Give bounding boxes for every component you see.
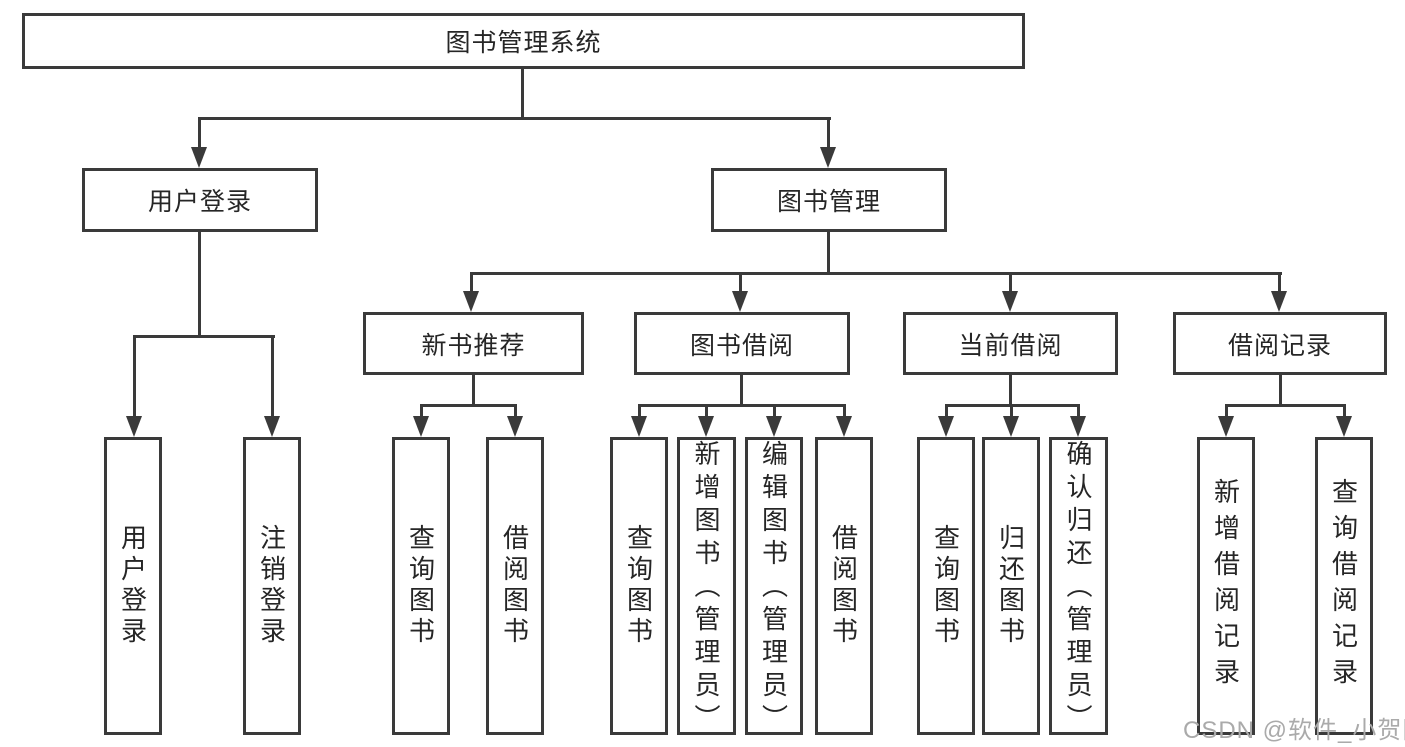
arrowhead-leaf-logout: [264, 416, 280, 437]
connector-root-stub: [521, 69, 524, 119]
node-book-borrow: 图书借阅: [634, 312, 850, 375]
leaf-query-borrow-record: 查询借阅记录: [1315, 437, 1373, 735]
connector-drop-r2: [514, 404, 517, 418]
connector-records-stub: [1279, 375, 1282, 407]
connector-drop-currentborrow: [1009, 272, 1012, 292]
connector-drop-leaf-logout: [271, 335, 274, 417]
arrowhead-recommend: [463, 291, 479, 312]
connector-drop-c2: [1010, 404, 1013, 418]
watermark: CSDN @软件_小贺同学: [1183, 717, 1405, 744]
arrowhead-leaf-login: [126, 416, 142, 437]
arrowhead-c3: [1070, 416, 1086, 437]
connector-drop-d1: [1225, 404, 1228, 418]
connector-userlogin-stub: [198, 232, 201, 338]
connector-bus-level2: [198, 117, 831, 120]
node-book-management: 图书管理: [711, 168, 947, 232]
connector-drop-c1: [945, 404, 948, 418]
connector-drop-c3: [1077, 404, 1080, 418]
leaf-add-borrow-record: 新增借阅记录: [1197, 437, 1255, 735]
arrowhead-records: [1271, 291, 1287, 312]
connector-recommend-stub: [472, 375, 475, 407]
leaf-borrow-books: 借阅图书: [815, 437, 873, 735]
leaf-confirm-return-admin: 确认归还（管理员）: [1049, 437, 1108, 737]
connector-currentborrow-stub: [1009, 375, 1012, 407]
connector-drop-b2: [705, 404, 708, 418]
connector-drop-records: [1278, 272, 1281, 292]
connector-drop-user-login: [198, 117, 201, 149]
connector-drop-recommend: [470, 272, 473, 292]
arrowhead-user-login: [191, 147, 207, 168]
connector-bus-level3: [470, 272, 1282, 275]
leaf-edit-book-admin: 编辑图书（管理员）: [745, 437, 803, 737]
leaf-return-books: 归还图书: [982, 437, 1040, 735]
connector-drop-bookborrow: [739, 272, 742, 292]
connector-bookborrow-stub: [740, 375, 743, 407]
node-current-borrow: 当前借阅: [903, 312, 1118, 375]
connector-drop-leaf-login: [133, 335, 136, 417]
connector-drop-r1: [420, 404, 423, 418]
leaf-user-login: 用户登录: [104, 437, 162, 735]
leaf-query-books-current: 查询图书: [917, 437, 975, 735]
arrowhead-b4: [836, 416, 852, 437]
connector-bus-bookborrow: [638, 404, 846, 407]
arrowhead-b2: [698, 416, 714, 437]
leaf-borrow-books-recommend: 借阅图书: [486, 437, 544, 735]
connector-drop-b3: [773, 404, 776, 418]
node-root: 图书管理系统: [22, 13, 1025, 69]
arrowhead-r2: [507, 416, 523, 437]
node-new-book-recommend: 新书推荐: [363, 312, 584, 375]
arrowhead-b1: [631, 416, 647, 437]
arrowhead-r1: [413, 416, 429, 437]
connector-drop-b4: [843, 404, 846, 418]
connector-drop-d2: [1343, 404, 1346, 418]
leaf-add-book-admin: 新增图书（管理员）: [677, 437, 736, 737]
leaf-query-books-recommend: 查询图书: [392, 437, 450, 735]
leaf-logout: 注销登录: [243, 437, 301, 735]
node-user-login-group: 用户登录: [82, 168, 318, 232]
connector-drop-book-mgmt: [827, 117, 830, 149]
arrowhead-c2: [1003, 416, 1019, 437]
arrowhead-b3: [766, 416, 782, 437]
arrowhead-bookborrow: [732, 291, 748, 312]
arrowhead-book-mgmt: [820, 147, 836, 168]
arrowhead-d1: [1218, 416, 1234, 437]
connector-bus-records: [1225, 404, 1346, 407]
connector-drop-b1: [638, 404, 641, 418]
node-borrow-records: 借阅记录: [1173, 312, 1387, 375]
connector-bookmgmt-stub: [827, 232, 830, 275]
connector-bus-userlogin: [133, 335, 275, 338]
arrowhead-d2: [1336, 416, 1352, 437]
connector-bus-recommend: [420, 404, 517, 407]
leaf-query-books-borrow: 查询图书: [610, 437, 668, 735]
arrowhead-c1: [938, 416, 954, 437]
arrowhead-currentborrow: [1002, 291, 1018, 312]
